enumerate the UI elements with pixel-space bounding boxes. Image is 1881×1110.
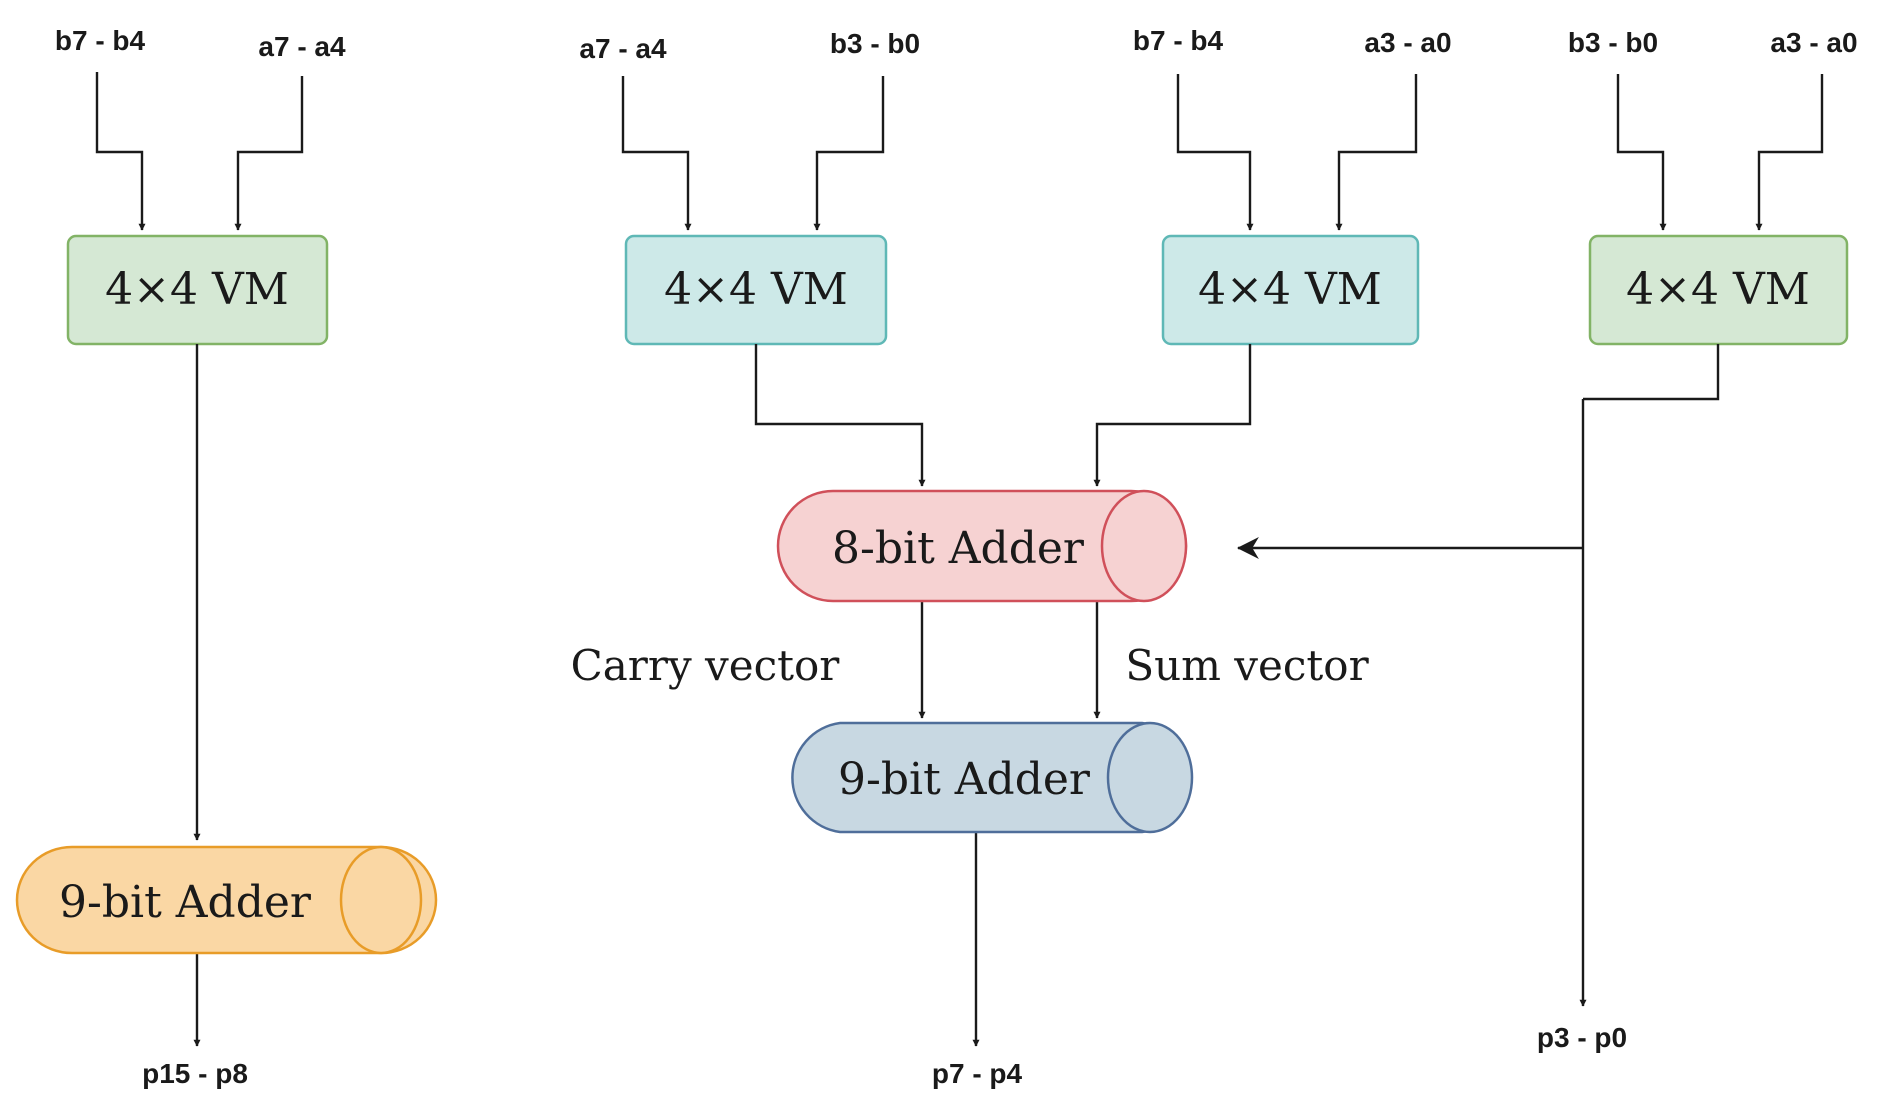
adder9-left-block: 9-bit Adder (15, 845, 438, 955)
adder8-block: 8-bit Adder (776, 489, 1188, 603)
vm4-output-wire (1583, 344, 1720, 401)
vm2-b-input-label: b3 - b0 (830, 28, 920, 59)
vm3-b-input-label: b7 - b4 (1133, 25, 1224, 56)
vm4-a-wire (1755, 74, 1824, 231)
output-p3-p0-label: p3 - p0 (1537, 1022, 1627, 1053)
vm1-b-input-label: b7 - b4 (55, 25, 146, 56)
sum-vector-label: Sum vector (1125, 641, 1369, 690)
vm2-a-input-label: a7 - a4 (579, 33, 667, 64)
vm4-b-input-label: b3 - b0 (1568, 27, 1658, 58)
vm3-to-adder8-wire (1093, 344, 1252, 487)
carry-vector-label: Carry vector (571, 641, 841, 690)
vm4-a-input-label: a3 - a0 (1770, 27, 1857, 58)
vm3-b-wire (1176, 74, 1254, 231)
adder8-label: 8-bit Adder (832, 523, 1085, 574)
adder9-mid-label: 9-bit Adder (838, 754, 1091, 805)
vm2-label: 4×4 VM (664, 264, 848, 315)
vm1-a-wire (234, 76, 304, 231)
vm1-a-input-label: a7 - a4 (258, 31, 346, 62)
vm4-label: 4×4 VM (1626, 264, 1810, 315)
vm1-label: 4×4 VM (105, 264, 289, 315)
adder9-mid-block: 9-bit Adder (791, 721, 1194, 834)
vm4-block: 4×4 VM (1588, 234, 1849, 346)
vm2-a-wire (621, 76, 692, 231)
vm2-to-adder8-wire (754, 344, 926, 487)
adder9-left-label: 9-bit Adder (59, 877, 312, 928)
vm3-block: 4×4 VM (1161, 234, 1420, 346)
vm1-block: 4×4 VM (66, 234, 329, 346)
vm4-b-wire (1616, 74, 1667, 231)
vm3-label: 4×4 VM (1198, 264, 1382, 315)
vm3-a-wire (1335, 74, 1418, 231)
vm2-block: 4×4 VM (624, 234, 888, 346)
vm1-b-wire (95, 72, 146, 231)
output-p15-p8-label: p15 - p8 (142, 1058, 248, 1089)
vm3-a-input-label: a3 - a0 (1364, 27, 1451, 58)
vm2-b-wire (813, 76, 885, 231)
output-p7-p4-label: p7 - p4 (932, 1058, 1023, 1089)
